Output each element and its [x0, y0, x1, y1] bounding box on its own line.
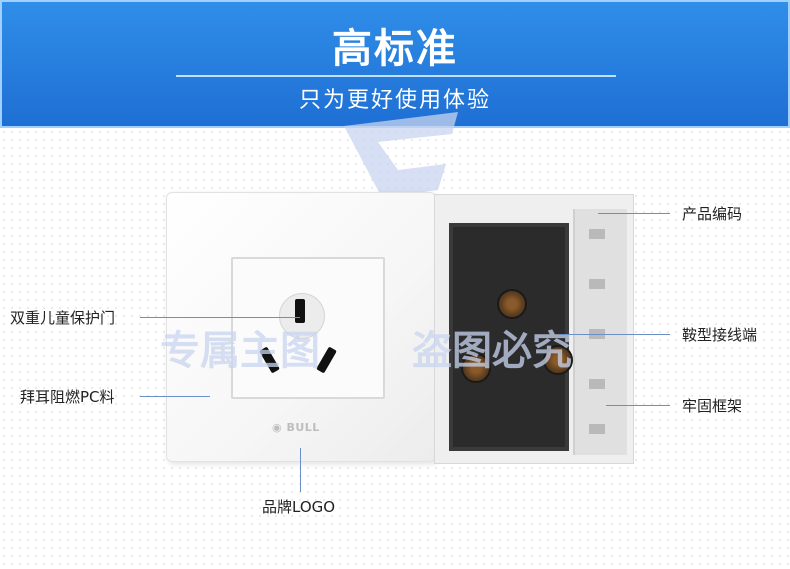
terminal-screw [497, 289, 527, 319]
rail-notch [589, 229, 605, 239]
label-code: 产品编码 [682, 205, 743, 223]
label-material: 拜耳阻燃PC料 [20, 388, 115, 406]
socket-front-panel: ◉ BULL [166, 192, 436, 462]
leader-line-material [140, 396, 210, 397]
leader-line-frame [606, 405, 670, 406]
leader-line-shutter [140, 317, 300, 318]
label-logo: 品牌LOGO [262, 498, 336, 516]
leader-line-logo [300, 448, 301, 492]
rail-notch [589, 279, 605, 289]
page-subtitle: 只为更好使用体验 [298, 88, 491, 113]
title-divider [176, 75, 616, 77]
rail-notch [589, 379, 605, 389]
mounting-frame [573, 209, 627, 455]
header-banner: 高标准 只为更好使用体验 [0, 0, 790, 128]
rail-notch [589, 424, 605, 434]
label-terminal: 鞍型接线端 [682, 326, 758, 344]
terminal-screw [461, 353, 491, 383]
socket-back-view [434, 194, 634, 464]
bull-logo-icon: ◉ [272, 421, 283, 434]
terminal-screw [543, 345, 573, 375]
label-shutter: 双重儿童保护门 [10, 309, 116, 327]
leader-line-code [598, 213, 670, 214]
page-title: 高标准 [332, 26, 458, 72]
leader-line-terminal [560, 334, 670, 335]
label-frame: 牢固框架 [682, 397, 743, 415]
back-terminal-housing [449, 223, 573, 451]
socket-slot-top [295, 299, 305, 323]
brand-logo: ◉ BULL [272, 421, 320, 434]
